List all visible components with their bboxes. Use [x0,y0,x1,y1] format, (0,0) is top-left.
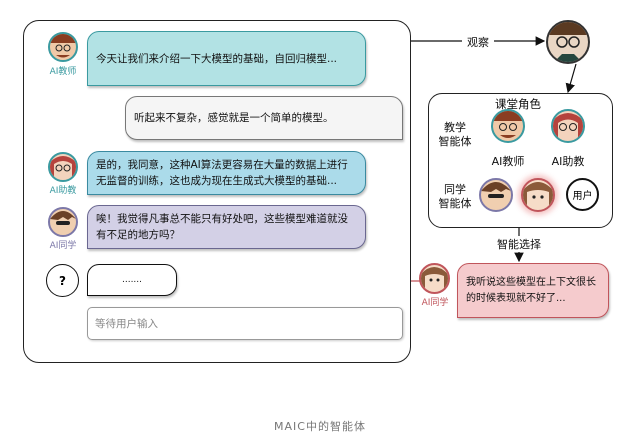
classmate-avatar [48,207,78,237]
observe-label: 观察 [462,34,494,50]
select-label: 智能选择 [488,236,550,252]
role-teacher-avatar[interactable] [491,109,525,143]
role-user-avatar[interactable]: 用户 [566,178,599,211]
teacher-avatar [48,32,78,62]
role-assistant-avatar[interactable] [551,109,585,143]
response-message: 我听说这些模型在上下文很长的时候表现就不好了... [457,263,609,318]
caption: MAIC中的智能体 [274,420,366,433]
response-speaker-label: AI同学 [421,298,449,308]
roles-title: 课堂角色 [495,97,541,111]
assistant-avatar [48,152,78,182]
user-input[interactable]: 等待用户输入 [87,307,403,340]
role-classmate-1-avatar[interactable] [479,178,513,212]
pending-message: ....... [87,264,177,296]
teacher-label: AI教师 [49,67,77,77]
role-classmate-2-avatar[interactable] [521,178,555,212]
classmate-group-label: 同学 智能体 [438,183,472,210]
message-classmate: 唉！我觉得凡事总不能只有好处吧，这些模型难道就没有不足的地方吗？ [87,205,366,249]
message-user: 听起来不复杂，感觉就是一个简单的模型。 [125,96,403,140]
classmate-label: AI同学 [49,241,77,251]
response-avatar [419,263,450,294]
assistant-label: AI助教 [49,186,77,196]
observer-to-roles-arrow [565,63,577,94]
message-assistant: 是的，我同意，这种AI算法更容易在大量的数据上进行无监督的训练，这也成为现在生成… [87,151,366,195]
role-assistant-label: AI助教 [551,155,585,168]
observer-avatar [546,20,590,64]
message-teacher: 今天让我们来介绍一下大模型的基础，自回归模型... [87,31,366,86]
role-teacher-label: AI教师 [491,155,525,168]
teaching-group-label: 教学 智能体 [438,121,472,148]
unknown-speaker-icon: ? [46,264,79,297]
